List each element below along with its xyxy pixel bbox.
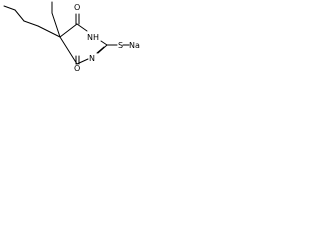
chemical-structure-diagram: O NH S Na N O (3, 1, 140, 73)
atom-label-o-top: O (74, 3, 80, 12)
atom-label-o-bottom: O (74, 64, 80, 73)
ring-bond-c5-c4 (59, 23, 78, 38)
carbonyl-top (75, 13, 80, 25)
ethyl-chain (51, 1, 61, 38)
pyrimidine-ring (59, 23, 108, 65)
ring-bond-c6-c5 (59, 36, 78, 65)
atom-label-s: S (118, 41, 123, 50)
carbonyl-bottom (75, 55, 80, 65)
butyl-chain (3, 5, 61, 38)
ethyl-bond-1 (51, 12, 61, 38)
atom-label-nh: NH (87, 33, 99, 42)
butyl-bond-2 (14, 9, 25, 22)
butyl-bond-4 (37, 25, 61, 38)
atom-label-na: Na (129, 41, 140, 50)
atom-label-n-ring: N (89, 54, 95, 63)
ring-bond-c4-n3 (76, 23, 88, 32)
ring-double-bond-inner (96, 46, 105, 54)
ring-bond-n3-c2 (100, 40, 108, 46)
butyl-bond-3 (23, 20, 39, 27)
butyl-bond-1 (3, 5, 16, 11)
ring-bond-c2-n1 (97, 44, 108, 54)
